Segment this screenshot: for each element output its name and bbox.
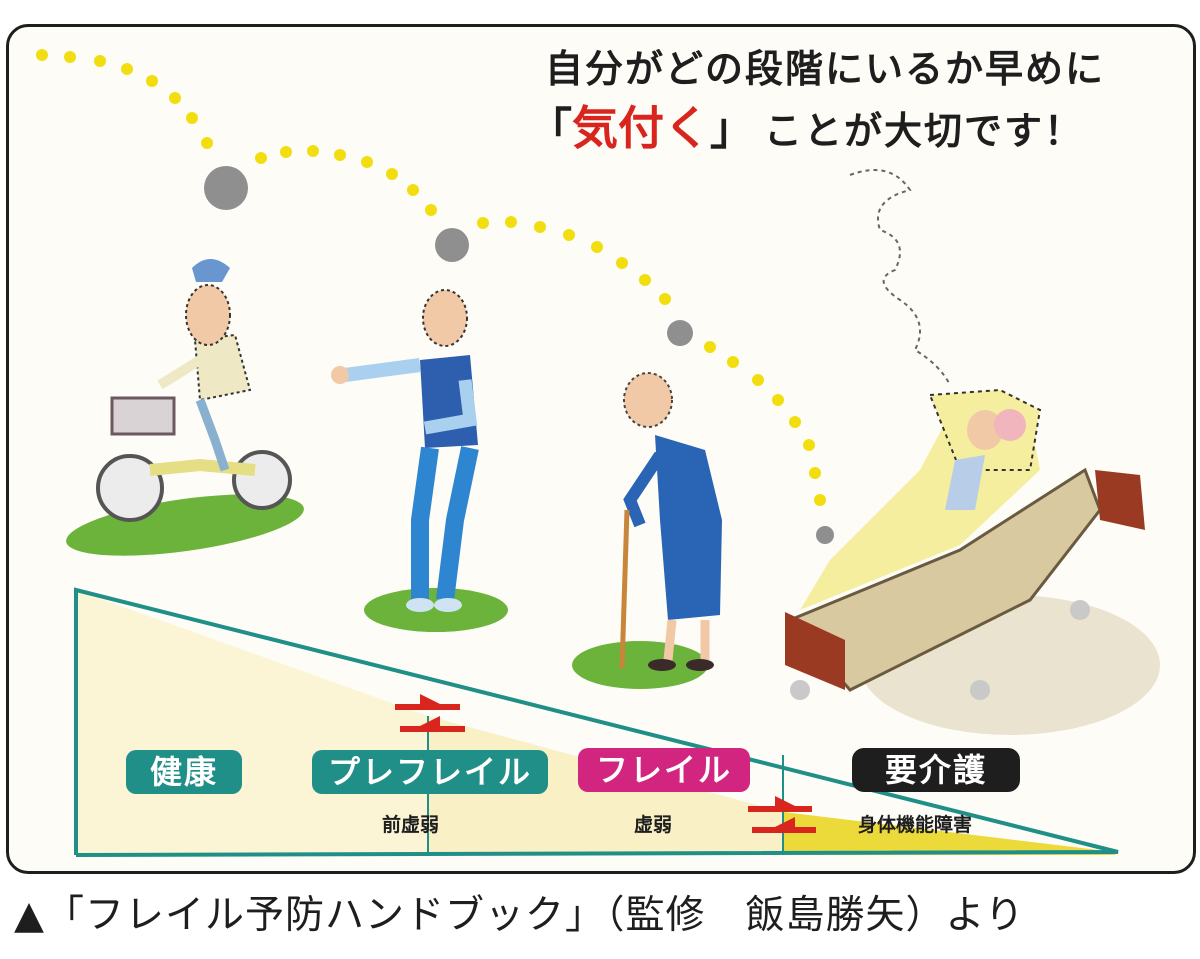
stage-badge-prefrail: プレフレイル — [312, 750, 548, 794]
headline-rest: ことが大切です！ — [764, 109, 1085, 153]
stage-ball — [204, 166, 834, 544]
stage-badge-frail: フレイル — [578, 748, 750, 792]
headline-emphasis: 気付く — [572, 101, 710, 155]
headline-line2: 「気付く」ことが大切です！ — [528, 92, 1084, 158]
elderly-woman-with-cane-figure — [619, 372, 722, 671]
stage-badge-care-needed: 要介護 — [852, 748, 1020, 792]
open-bracket: 「 — [528, 104, 572, 155]
reversible-arrow-icon — [395, 694, 465, 732]
elderly-man-cycling-figure — [96, 259, 292, 522]
elderly-man-standing-figure — [331, 289, 479, 612]
care-bed-figure — [785, 388, 1145, 700]
grass-patch — [66, 494, 708, 689]
reversible-arrow-icon — [748, 796, 816, 833]
dot-trail — [36, 49, 826, 506]
sigh-squiggle-icon — [849, 169, 951, 386]
headline-line1: 自分がどの段階にいるか早めに — [545, 47, 1106, 91]
close-bracket: 」 — [710, 104, 754, 155]
stage-sublabel-care-needed: 身体機能障害 — [858, 814, 973, 836]
source-caption: ▲「フレイル予防ハンドブック」（監修 飯島勝矢）より — [14, 893, 1025, 938]
stage-sublabel-prefrail: 前虚弱 — [382, 814, 440, 836]
stage-badge-healthy: 健康 — [126, 750, 242, 794]
stage-sublabel-frail: 虚弱 — [634, 814, 673, 836]
headline: 自分がどの段階にいるか早めに 「気付く」ことが大切です！ — [0, 0, 1200, 180]
